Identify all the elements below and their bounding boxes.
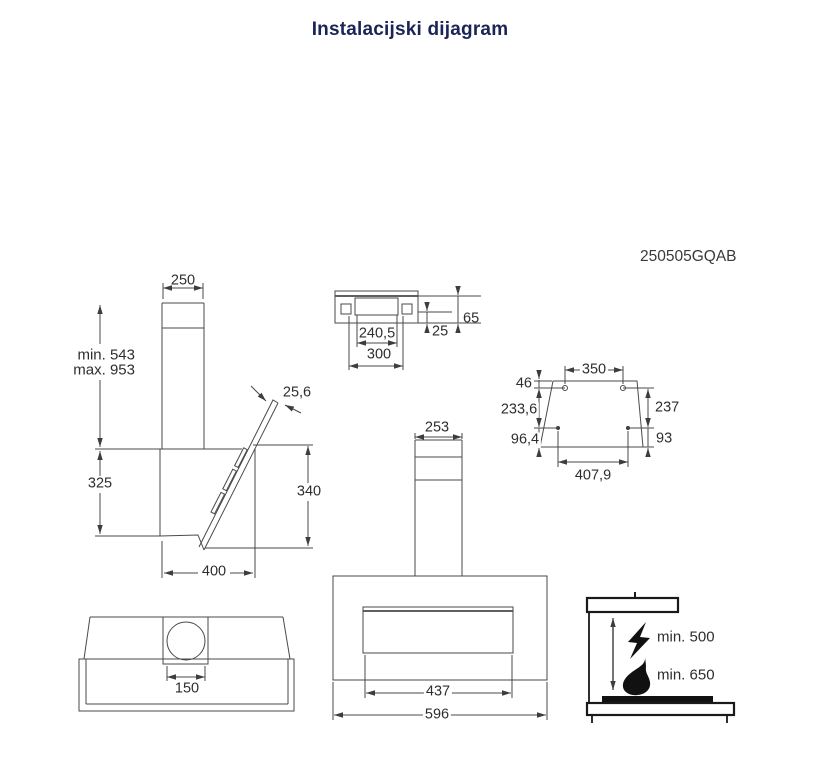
bottom-view-drawing bbox=[78, 616, 295, 712]
dim-side-body-height: 325 bbox=[85, 475, 115, 492]
model-code: 250505GQAB bbox=[640, 248, 737, 265]
clearance-gas-label: min. 650 bbox=[657, 666, 715, 684]
mounting-template-drawing bbox=[534, 366, 654, 467]
dim-bracket-inner-width: 240,5 bbox=[358, 325, 396, 342]
dim-side-glass-thickness: 25,6 bbox=[282, 384, 312, 401]
dim-template-left-span: 233,6 bbox=[498, 401, 540, 418]
dim-side-chimney-width: 250 bbox=[170, 272, 196, 289]
dim-bracket-depth-small: 25 bbox=[432, 323, 449, 340]
dim-template-right-lower-span: 93 bbox=[656, 430, 673, 447]
dim-side-height-max: max. 953 bbox=[73, 361, 135, 379]
dim-template-left-lower-span: 96,4 bbox=[508, 431, 542, 448]
dim-side-glass-height: 340 bbox=[294, 483, 324, 500]
dim-template-right-span: 237 bbox=[655, 399, 680, 416]
dim-front-chimney-width: 253 bbox=[424, 419, 450, 436]
dim-front-body-width: 596 bbox=[422, 706, 452, 723]
page-title: Instalacijski dijagram bbox=[311, 19, 509, 40]
flame-icon bbox=[622, 656, 651, 696]
dim-front-panel-width: 437 bbox=[423, 683, 453, 700]
cooktop-bar bbox=[602, 696, 713, 703]
side-view-drawing bbox=[95, 283, 313, 578]
dim-bracket-outer-width: 300 bbox=[366, 346, 392, 363]
clearance-drawing bbox=[585, 592, 736, 723]
dim-bottom-duct-diameter: 150 bbox=[174, 680, 200, 697]
lightning-icon bbox=[628, 622, 650, 659]
clearance-electric-label: min. 500 bbox=[657, 628, 715, 646]
dim-side-height-min: min. 543 bbox=[77, 346, 135, 364]
dim-template-top-offset: 46 bbox=[515, 375, 532, 392]
dim-template-bottom-hole-spacing: 407,9 bbox=[574, 467, 612, 484]
front-view-drawing bbox=[332, 433, 548, 720]
dim-side-depth: 400 bbox=[199, 563, 229, 580]
dim-template-top-hole-spacing: 350 bbox=[579, 361, 609, 378]
dim-bracket-depth-large: 65 bbox=[463, 310, 480, 327]
bracket-top-view-drawing bbox=[334, 286, 481, 370]
